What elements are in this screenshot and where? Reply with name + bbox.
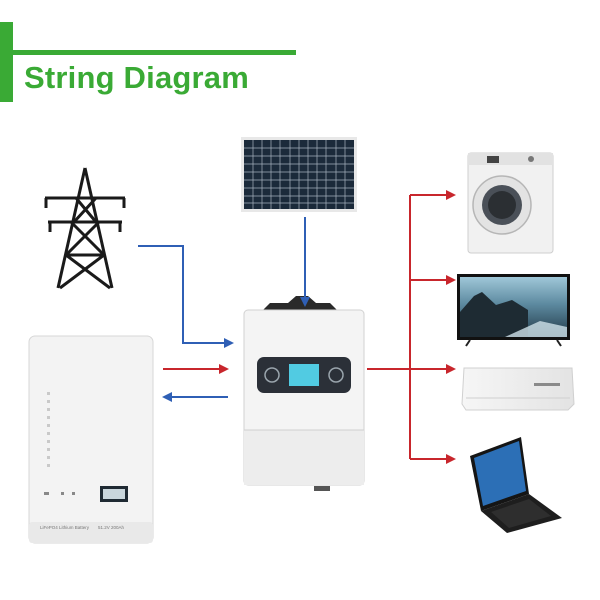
battery-label-line2: 51.2V 200Ah (98, 525, 125, 530)
lithium-battery-pack: LiFePO4 Lithium Battery 51.2V 200Ah (28, 335, 154, 544)
air-conditioner-icon (461, 367, 575, 411)
diagram-title: String Diagram (24, 60, 250, 95)
battery-label-line1: LiFePO4 Lithium Battery (40, 525, 90, 530)
header-accent-bar-horizontal (0, 50, 296, 55)
power-tower-icon (44, 167, 126, 290)
hybrid-inverter (243, 296, 365, 491)
solar-panel-icon (241, 137, 357, 212)
header-accent-bar-vertical (0, 22, 13, 102)
television-icon (457, 274, 570, 347)
grid-to-inverter-arrow (138, 245, 234, 348)
laptop-icon (470, 437, 562, 533)
washing-machine-icon (467, 152, 554, 254)
